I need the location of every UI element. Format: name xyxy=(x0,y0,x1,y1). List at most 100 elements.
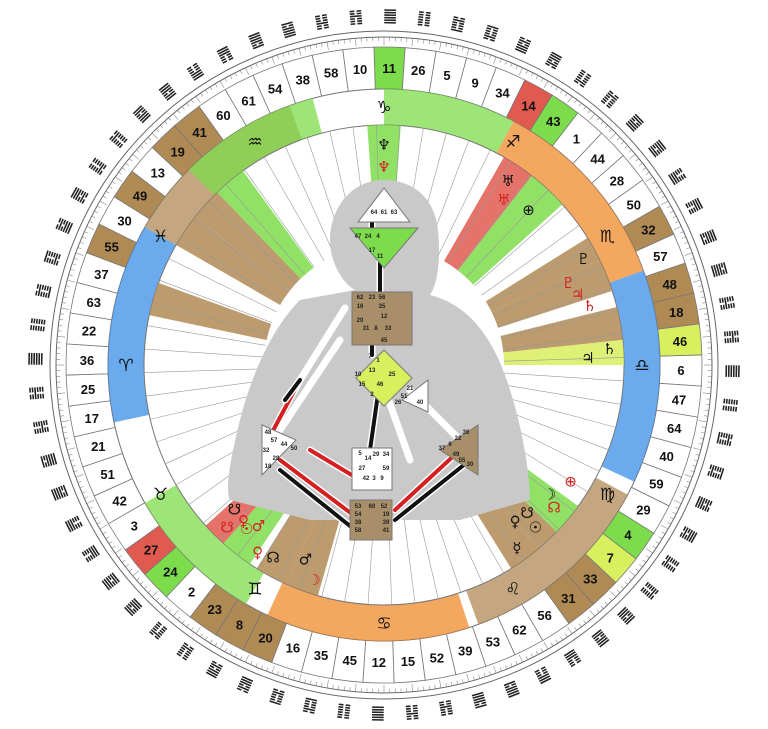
channel xyxy=(278,468,357,532)
center-gate-number: 58 xyxy=(355,528,362,534)
tick-mark xyxy=(59,319,64,321)
hexagram-icon: ䷆ xyxy=(85,154,109,177)
tick-mark xyxy=(309,45,312,50)
gate-number: 47 xyxy=(672,392,686,407)
tick-mark xyxy=(260,665,263,670)
tick-mark xyxy=(239,656,243,660)
tick-mark xyxy=(59,313,65,315)
tick-mark xyxy=(658,190,663,194)
tick-mark xyxy=(535,650,539,655)
tick-mark xyxy=(525,70,529,74)
center-gate-number: 54 xyxy=(355,512,362,518)
tick-mark xyxy=(321,42,323,48)
hexagram-icon: ䷂ xyxy=(449,13,467,35)
spoke-line xyxy=(208,200,297,284)
tick-mark xyxy=(298,48,302,56)
tick-mark xyxy=(79,486,84,489)
center-gate-number: 40 xyxy=(417,400,424,406)
tick-mark xyxy=(61,426,67,428)
south-node-icon: ☋ xyxy=(228,500,241,518)
tick-mark xyxy=(616,136,621,141)
venus-icon: ♀ xyxy=(510,512,521,530)
venus-icon: ♀ xyxy=(252,543,263,561)
tick-mark xyxy=(155,597,160,602)
gate-number: 28 xyxy=(610,174,624,189)
hexagram-icon: ䷁ xyxy=(27,316,48,332)
throat-center xyxy=(351,291,413,346)
gate-number: 53 xyxy=(486,634,500,649)
tick-mark xyxy=(428,40,430,45)
spoke-line xyxy=(144,348,265,358)
tick-mark xyxy=(560,636,563,641)
tick-mark xyxy=(276,54,279,59)
mars-icon: ♂ xyxy=(299,551,312,569)
hexagram-icon: ䷀ xyxy=(724,364,743,379)
tick-mark xyxy=(89,220,93,224)
hexagram-icon: ䷇ xyxy=(599,87,622,111)
tick-mark xyxy=(68,274,73,276)
tick-mark xyxy=(673,226,682,231)
tick-mark xyxy=(535,75,539,80)
center-gate-number: 56 xyxy=(379,295,386,301)
pisces-icon: ♓ xyxy=(153,227,168,247)
tick-mark xyxy=(515,65,518,70)
planet-wedge xyxy=(149,282,272,341)
north-node-icon: ☊ xyxy=(266,548,279,566)
gate-number: 48 xyxy=(662,277,676,292)
hexagram-icon: ䷏ xyxy=(348,7,364,27)
tick-mark xyxy=(102,531,107,535)
planet-wedge xyxy=(500,306,623,353)
center-gate-number: 3 xyxy=(372,476,376,482)
tick-mark xyxy=(686,247,691,250)
spoke-line xyxy=(447,161,512,264)
tick-mark xyxy=(587,616,591,621)
tick-mark xyxy=(304,679,306,684)
ego-center xyxy=(401,378,429,413)
tick-mark xyxy=(287,674,290,679)
gate-number: 40 xyxy=(659,449,673,464)
tick-mark xyxy=(704,409,709,411)
center-gate-number: 52 xyxy=(381,504,388,510)
tick-mark xyxy=(326,680,329,689)
gate-number: 36 xyxy=(80,353,94,368)
tick-mark xyxy=(136,149,140,153)
tick-mark xyxy=(121,559,126,563)
hexagram-icon: ䷄ xyxy=(234,674,255,697)
tick-mark xyxy=(667,205,672,209)
tick-mark xyxy=(675,220,679,224)
tick-mark xyxy=(624,581,628,585)
tick-mark xyxy=(540,77,544,82)
saturn-icon: ♄ xyxy=(603,340,616,358)
center-gate-number: 51 xyxy=(401,394,408,400)
center-gate-number: 59 xyxy=(383,466,390,472)
tick-mark xyxy=(73,257,78,260)
center-gate-number: 25 xyxy=(389,372,396,378)
tick-mark xyxy=(355,38,357,47)
tick-mark xyxy=(596,609,600,613)
tick-mark xyxy=(550,642,554,647)
tick-mark xyxy=(483,673,486,678)
tick-mark xyxy=(79,241,84,244)
tick-mark xyxy=(499,58,502,63)
tick-mark xyxy=(293,49,295,54)
tick-mark xyxy=(699,437,704,440)
mercury-icon: ☿ xyxy=(512,539,521,557)
zodiac-arc xyxy=(144,485,264,605)
tick-mark xyxy=(60,307,69,310)
uranus-icon: ♅ xyxy=(501,172,514,190)
gate-number: 35 xyxy=(314,648,328,663)
gate-number: 32 xyxy=(641,223,655,238)
gate-number: 2 xyxy=(188,584,195,599)
hexagram-icon: ䷆ xyxy=(659,553,683,576)
tick-mark xyxy=(704,319,709,321)
tick-mark xyxy=(315,44,317,49)
tick-mark xyxy=(99,200,108,206)
center-gate-number: 5 xyxy=(358,451,362,457)
tick-mark xyxy=(321,682,323,688)
neptune-icon: ♆ xyxy=(377,136,390,154)
tick-mark xyxy=(229,75,233,80)
tick-mark xyxy=(439,41,442,50)
channel xyxy=(283,378,302,402)
center-gate-number: 9 xyxy=(380,476,384,482)
